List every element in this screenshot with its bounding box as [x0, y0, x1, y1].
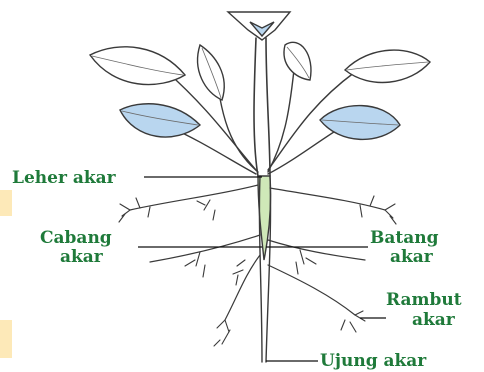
- label-rambut-akar-line1: Rambut: [386, 290, 462, 310]
- leaf-left-top: [90, 47, 185, 85]
- main-stem: [254, 38, 270, 176]
- leaf-left-mid: [198, 45, 225, 100]
- leaf-right-top: [345, 50, 430, 82]
- tap-root: [258, 176, 271, 362]
- side-tab-bottom: [0, 320, 12, 358]
- label-rambut-akar-line2: akar: [412, 310, 456, 330]
- side-tab-top: [0, 190, 12, 216]
- leaf-left-low: [120, 104, 200, 137]
- label-cabang-akar-line2: akar: [60, 247, 104, 267]
- label-batang-akar-line2: akar: [390, 247, 434, 267]
- label-leher-akar: Leher akar: [12, 168, 117, 188]
- label-cabang-akar-line1: Cabang: [40, 228, 112, 248]
- label-ujung-akar: Ujung akar: [320, 351, 427, 371]
- leaves-right: [284, 42, 430, 139]
- leaves-left: [90, 45, 224, 137]
- lateral-roots-right: [268, 188, 396, 332]
- label-batang-akar-line1: Batang: [370, 228, 439, 248]
- flower-bud: [228, 12, 290, 40]
- lateral-roots-left: [119, 185, 260, 346]
